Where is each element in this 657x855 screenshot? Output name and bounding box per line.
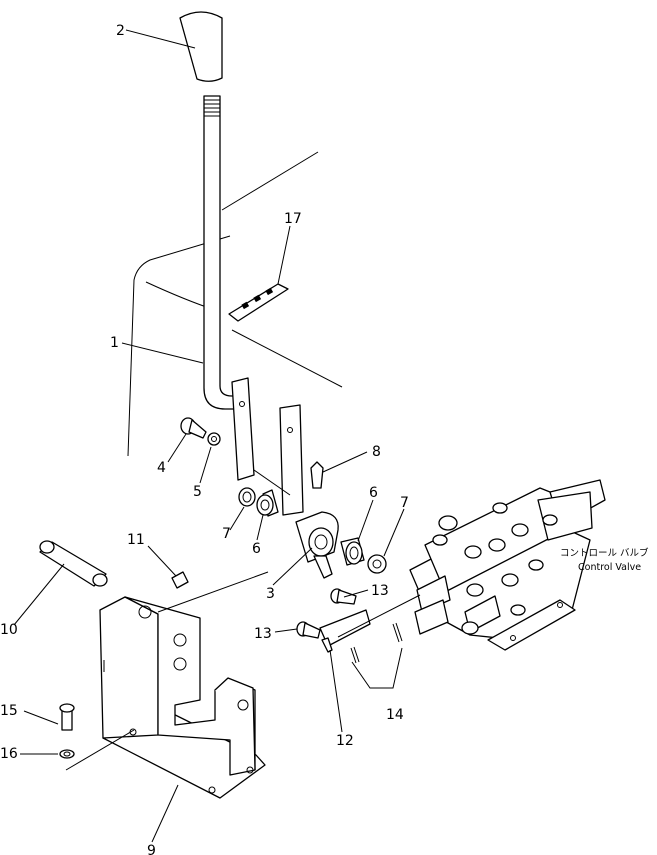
decal-plate xyxy=(228,283,289,322)
control-valve xyxy=(337,479,606,651)
washer-5 xyxy=(207,432,221,446)
callout-2: 2 xyxy=(116,23,125,39)
callout-12: 12 xyxy=(336,733,354,749)
callout-7-right: 7 xyxy=(400,495,409,511)
callout-11: 11 xyxy=(127,532,145,548)
washer-16 xyxy=(59,729,135,771)
control-valve-note: コントロール バルブ Control Valve xyxy=(560,547,649,573)
grease-fitting xyxy=(310,461,324,489)
callout-1: 1 xyxy=(110,335,119,351)
bearing-7-right xyxy=(367,554,387,574)
callout-4: 4 xyxy=(157,460,166,476)
control-valve-label-en: Control Valve xyxy=(578,562,641,573)
grip-10 xyxy=(39,540,108,587)
mounting-bracket xyxy=(99,571,269,799)
callout-15: 15 xyxy=(0,703,18,719)
lever-shaft-boss xyxy=(295,511,339,579)
clevis xyxy=(319,609,371,653)
lever-bracket xyxy=(231,377,304,516)
callout-9: 9 xyxy=(147,843,156,855)
pin-13-lower xyxy=(296,621,321,639)
lever-knob xyxy=(179,11,223,82)
callout-6-right: 6 xyxy=(369,485,378,501)
callout-13-lower: 13 xyxy=(254,626,272,642)
bolt-15 xyxy=(59,703,75,731)
callout-3: 3 xyxy=(266,586,275,602)
callout-5: 5 xyxy=(193,484,202,500)
callout-13-upper: 13 xyxy=(371,583,389,599)
lever-rod xyxy=(203,95,237,410)
callout-17: 17 xyxy=(284,211,302,227)
bearing-6-left xyxy=(256,489,279,517)
callout-7-left: 7 xyxy=(222,526,231,542)
callouts: 2 17 1 8 4 5 6 7 6 7 11 10 3 13 13 15 16… xyxy=(0,23,409,855)
pin-13-upper xyxy=(330,588,357,605)
bolt-4 xyxy=(180,417,207,439)
control-valve-label-jp: コントロール バルブ xyxy=(560,547,649,559)
bearing-6-right xyxy=(340,537,365,566)
callout-8: 8 xyxy=(372,444,381,460)
callout-16: 16 xyxy=(0,746,18,762)
cotter-pins xyxy=(350,622,403,664)
bearing-7-left xyxy=(238,487,256,507)
callout-14: 14 xyxy=(386,707,404,723)
callout-6-left: 6 xyxy=(252,541,261,557)
leader-lines xyxy=(13,29,405,843)
console-outline xyxy=(127,151,343,457)
callout-10: 10 xyxy=(0,622,18,638)
